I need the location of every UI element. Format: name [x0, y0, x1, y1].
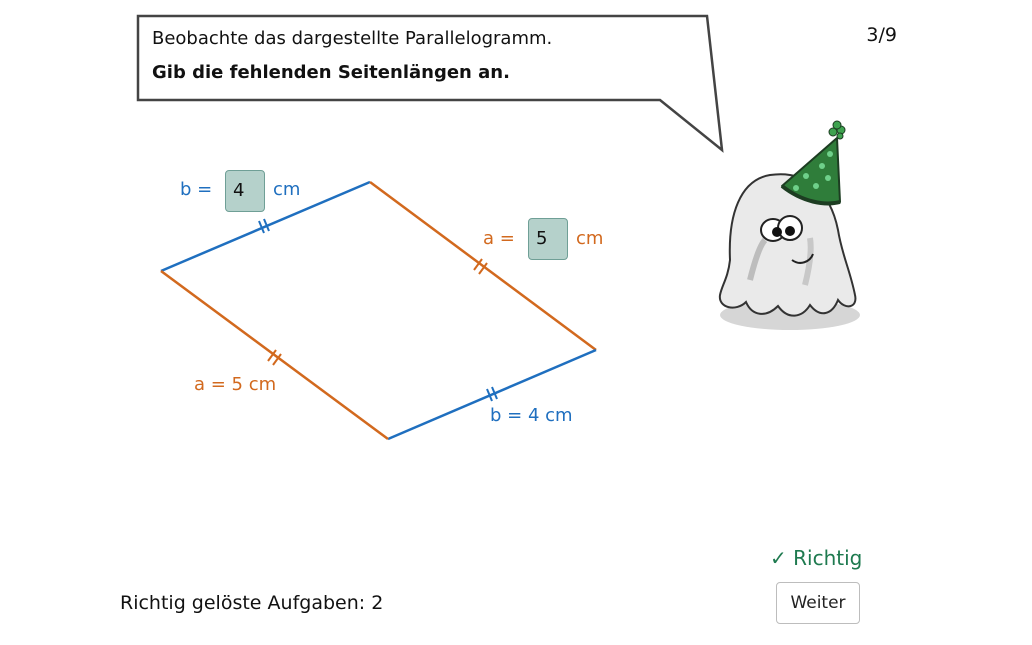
solved-count: Richtig gelöste Aufgaben: 2: [120, 592, 384, 614]
answer-b-input[interactable]: 4: [225, 170, 265, 212]
next-button[interactable]: Weiter: [776, 582, 860, 624]
given-b-label: b = 4 cm: [490, 405, 573, 426]
side-a-right: [369, 180, 597, 352]
feedback-correct: ✓ Richtig: [770, 546, 863, 570]
tick-mark-a-left: [267, 349, 282, 366]
answer-a-prefix: a =: [483, 228, 515, 249]
given-a-label: a = 5 cm: [194, 374, 277, 395]
tick-mark-a-right: [473, 258, 488, 275]
ghost-with-party-hat-icon: [718, 120, 860, 330]
side-a-left: [160, 269, 389, 441]
side-b-top: [160, 180, 371, 273]
side-b-bottom: [387, 348, 597, 441]
instruction-text: Beobachte das dargestellte Parallelogram…: [152, 28, 553, 49]
progress-counter: 3/9: [866, 24, 897, 46]
tick-mark-b-top: [258, 218, 270, 234]
answer-a-input[interactable]: 5: [528, 218, 568, 260]
answer-a-unit: cm: [576, 228, 604, 249]
tick-mark-b-bottom: [486, 386, 498, 402]
task-text: Gib die fehlenden Seitenlängen an.: [152, 62, 510, 83]
answer-b-unit: cm: [273, 179, 301, 200]
answer-b-prefix: b =: [180, 179, 213, 200]
